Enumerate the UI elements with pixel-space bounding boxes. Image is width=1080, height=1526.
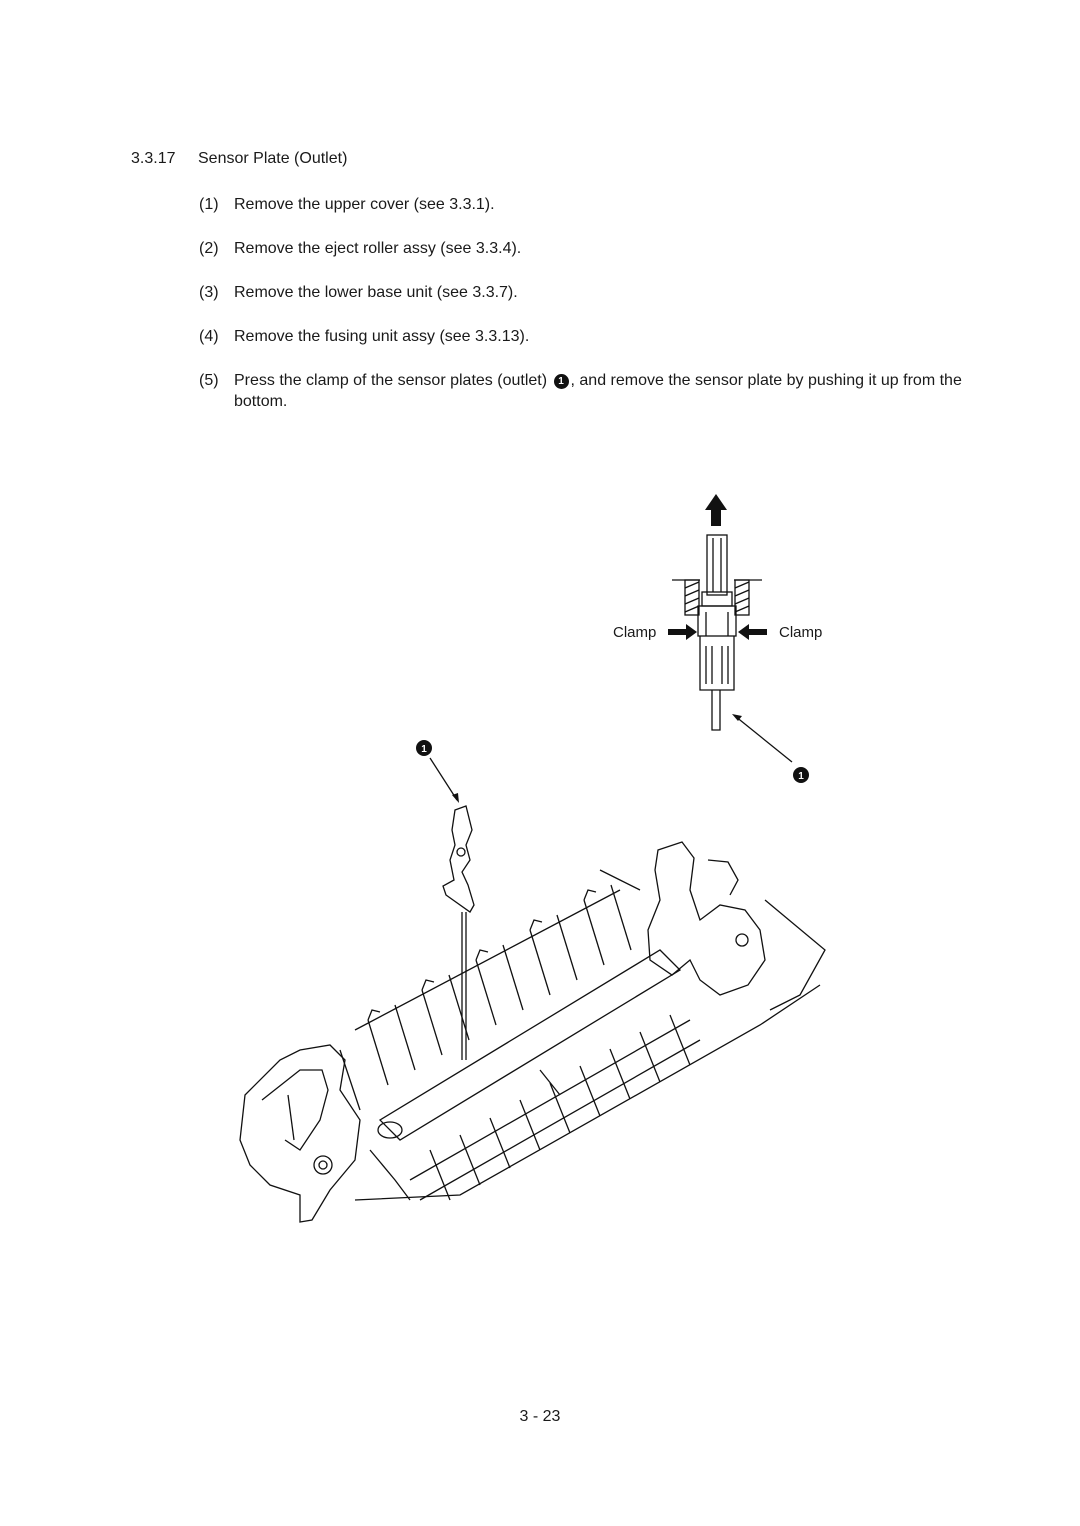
section-heading: 3.3.17 Sensor Plate (Outlet) xyxy=(131,150,347,168)
step-text: Remove the fusing unit assy (see 3.3.13)… xyxy=(234,328,530,345)
callout-right-number: 1 xyxy=(798,771,804,782)
step-text: Remove the eject roller assy (see 3.3.4)… xyxy=(234,240,522,257)
clamp-label-right: Clamp xyxy=(779,624,822,641)
step-1: (1) Remove the upper cover (see 3.3.1). xyxy=(199,194,969,215)
page-number: 3 - 23 xyxy=(519,1408,561,1425)
clamp-label-left: Clamp xyxy=(613,624,656,641)
step-text: Remove the upper cover (see 3.3.1). xyxy=(234,196,495,213)
sensor-plate-part xyxy=(442,805,475,1060)
step-number: (5) xyxy=(199,372,219,389)
step-number: (2) xyxy=(199,240,219,257)
step-number: (1) xyxy=(199,196,219,213)
step-number: (3) xyxy=(199,284,219,301)
callout-marker: 1 xyxy=(553,374,569,389)
up-arrow xyxy=(705,494,727,526)
step-number: (4) xyxy=(199,328,219,345)
clamp-arrow-left xyxy=(668,624,697,640)
section-title: Sensor Plate (Outlet) xyxy=(198,150,348,167)
step-text: Remove the lower base unit (see 3.3.7). xyxy=(234,284,518,301)
clamp-arrow-right xyxy=(738,624,767,640)
section-number: 3.3.17 xyxy=(131,150,176,167)
step-4: (4) Remove the fusing unit assy (see 3.3… xyxy=(199,326,969,347)
step-3: (3) Remove the lower base unit (see 3.3.… xyxy=(199,282,969,303)
fusing-unit-drawing xyxy=(239,841,826,1223)
step-text-before: Press the clamp of the sensor plates (ou… xyxy=(234,372,548,389)
step-2: (2) Remove the eject roller assy (see 3.… xyxy=(199,238,969,259)
step-text: Press the clamp of the sensor plates (ou… xyxy=(234,370,969,412)
callout-top-left-number: 1 xyxy=(421,744,427,755)
callout-right: 1 xyxy=(793,767,809,783)
step-text-after: , and remove the sensor plate by pushing… xyxy=(234,372,962,410)
step-5: (5) Press the clamp of the sensor plates… xyxy=(199,370,969,412)
leader-line-right xyxy=(734,715,793,763)
leader-line-left xyxy=(429,757,458,801)
clamp-detail-drawing xyxy=(672,534,762,731)
callout-top-left: 1 xyxy=(416,740,432,756)
